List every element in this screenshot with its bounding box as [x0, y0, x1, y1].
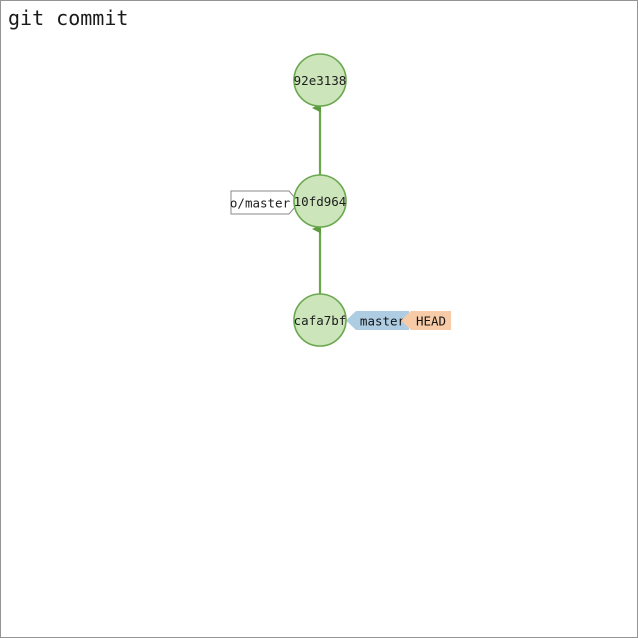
commit-node-10fd964[interactable]: 10fd964 [293, 174, 347, 228]
branch-ref-master-shape [346, 311, 409, 330]
commit-node-cafa7bf[interactable]: cafa7bf [293, 293, 347, 347]
page-title: git commit [8, 6, 129, 30]
head-ref[interactable]: HEAD [401, 311, 451, 330]
remote-ref-o-master[interactable]: o/master [230, 190, 300, 215]
nodes-layer: 92e3138 10fd964 cafa7bf [293, 53, 347, 347]
head-ref-shape [401, 311, 451, 330]
commit-node-cafa7bf-circle [293, 293, 347, 347]
commit-node-92e3138-circle [293, 53, 347, 107]
commit-node-92e3138[interactable]: 92e3138 [293, 53, 347, 107]
branch-ref-master[interactable]: master [346, 311, 409, 330]
remote-ref-o-master-shape [230, 190, 300, 215]
commit-node-10fd964-circle [293, 174, 347, 228]
